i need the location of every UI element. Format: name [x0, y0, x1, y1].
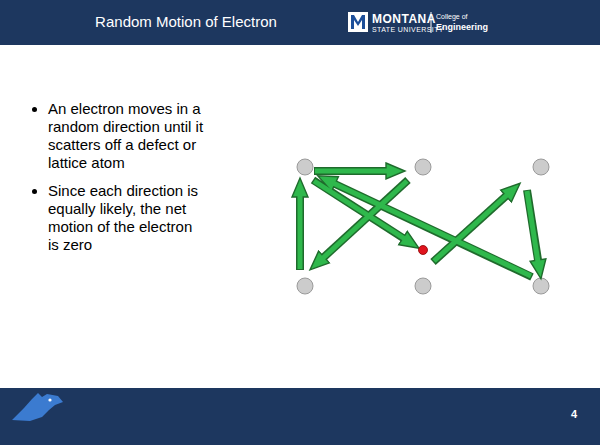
header-bar — [0, 0, 600, 45]
bullet-text: An electron moves in a random direction … — [48, 100, 206, 172]
footer-bar — [0, 388, 600, 445]
logo-text: MONTANA — [372, 12, 436, 26]
logo-mark — [351, 15, 365, 29]
electron-dot — [419, 246, 428, 255]
page-number: 4 — [571, 408, 577, 420]
bobcat-logo — [12, 393, 63, 421]
scatter-arrows — [300, 171, 538, 277]
slide-title: Random Motion of Electron — [0, 13, 372, 30]
logo-text: Engineering — [436, 22, 488, 32]
scatter-arrows-fill — [300, 171, 538, 276]
logo-text: College of — [436, 13, 468, 20]
lattice-atoms — [297, 159, 549, 294]
bullet-text: Since each direction is equally likely, … — [48, 182, 206, 254]
bullet-list: An electron moves in a random direction … — [26, 100, 206, 264]
logo-text: STATE UNIVERSITY — [372, 26, 444, 33]
bobcat-eye — [48, 398, 51, 401]
logo-square — [348, 12, 368, 32]
